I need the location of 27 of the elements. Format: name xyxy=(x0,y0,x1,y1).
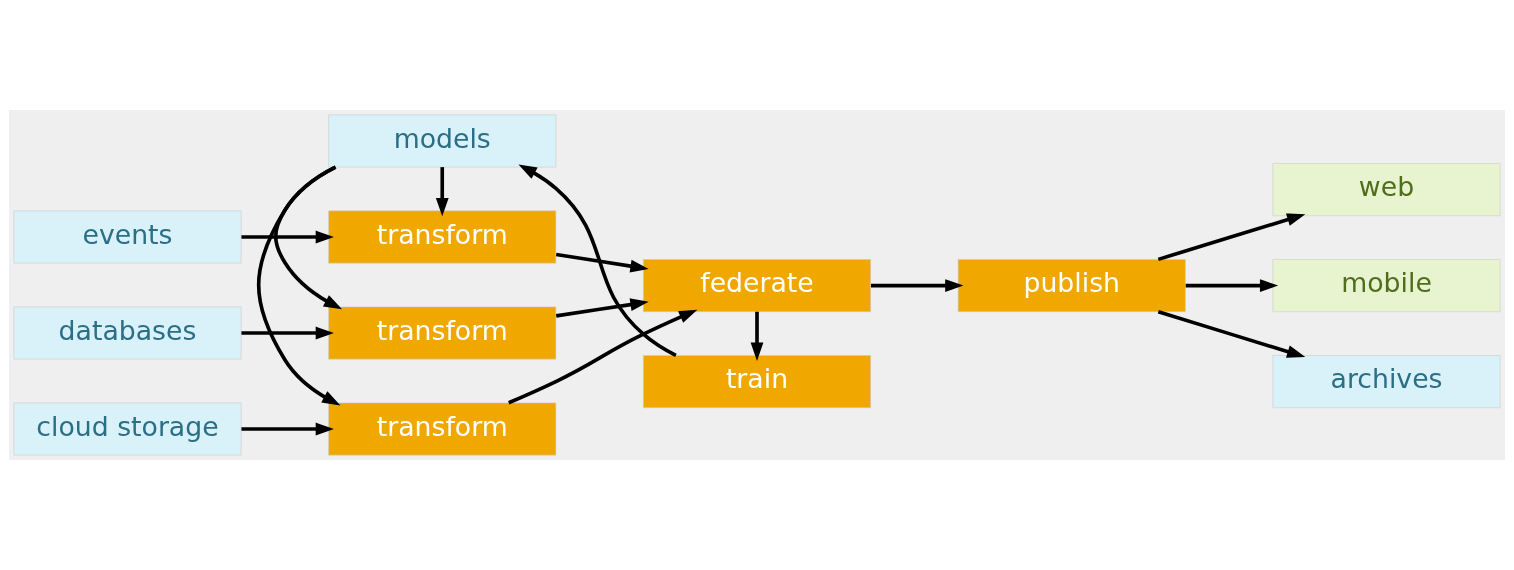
arrow xyxy=(241,422,334,436)
node-box: transform xyxy=(328,402,557,456)
arrow xyxy=(555,298,649,318)
arrow xyxy=(555,252,649,273)
node-box: events xyxy=(13,210,242,264)
node-box: train xyxy=(643,355,871,409)
node-box: databases xyxy=(13,306,242,360)
node-box: web xyxy=(1272,163,1501,217)
node-box: archives xyxy=(1272,355,1501,409)
node-box: mobile xyxy=(1272,259,1501,313)
arrow xyxy=(256,165,341,406)
arrow xyxy=(518,164,677,358)
node-box: federate xyxy=(643,259,871,313)
arrow xyxy=(241,230,334,244)
node-box: publish xyxy=(957,259,1186,313)
node-box: cloud storage xyxy=(13,402,242,456)
node-box: transform xyxy=(328,306,557,360)
arrow xyxy=(750,311,764,361)
arrow xyxy=(1157,213,1306,262)
arrow xyxy=(508,309,698,405)
arrow xyxy=(870,279,964,292)
arrow xyxy=(435,167,449,217)
arrow xyxy=(1185,279,1279,292)
arrow xyxy=(241,326,334,340)
arrow xyxy=(1157,310,1306,358)
node-box: models xyxy=(328,114,557,168)
node-box: transform xyxy=(328,210,557,264)
